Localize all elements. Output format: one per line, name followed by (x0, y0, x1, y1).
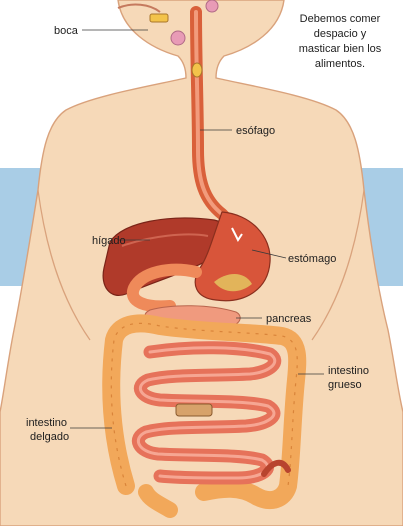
food-bolus (192, 63, 202, 77)
label-intestino-grueso-line2: grueso (328, 379, 362, 391)
label-estomago: estómago (288, 253, 336, 265)
note-line-2: despacio y (314, 28, 367, 40)
label-higado: hígado (92, 235, 126, 247)
teeth (150, 14, 168, 22)
label-pancreas: pancreas (266, 313, 312, 325)
label-intestino-delgado-line1: intestino (26, 417, 67, 429)
food-in-intestine (176, 404, 212, 416)
tonsil (206, 0, 218, 12)
label-boca: boca (54, 25, 79, 37)
label-esofago: esófago (236, 125, 275, 137)
label-intestino-grueso-line1: intestino (328, 365, 369, 377)
note-line-3: masticar bien los (299, 43, 382, 55)
note-line-1: Debemos comer (300, 13, 381, 25)
note-line-4: alimentos. (315, 58, 365, 70)
salivary-gland (171, 31, 185, 45)
label-intestino-delgado-line2: delgado (30, 431, 69, 443)
